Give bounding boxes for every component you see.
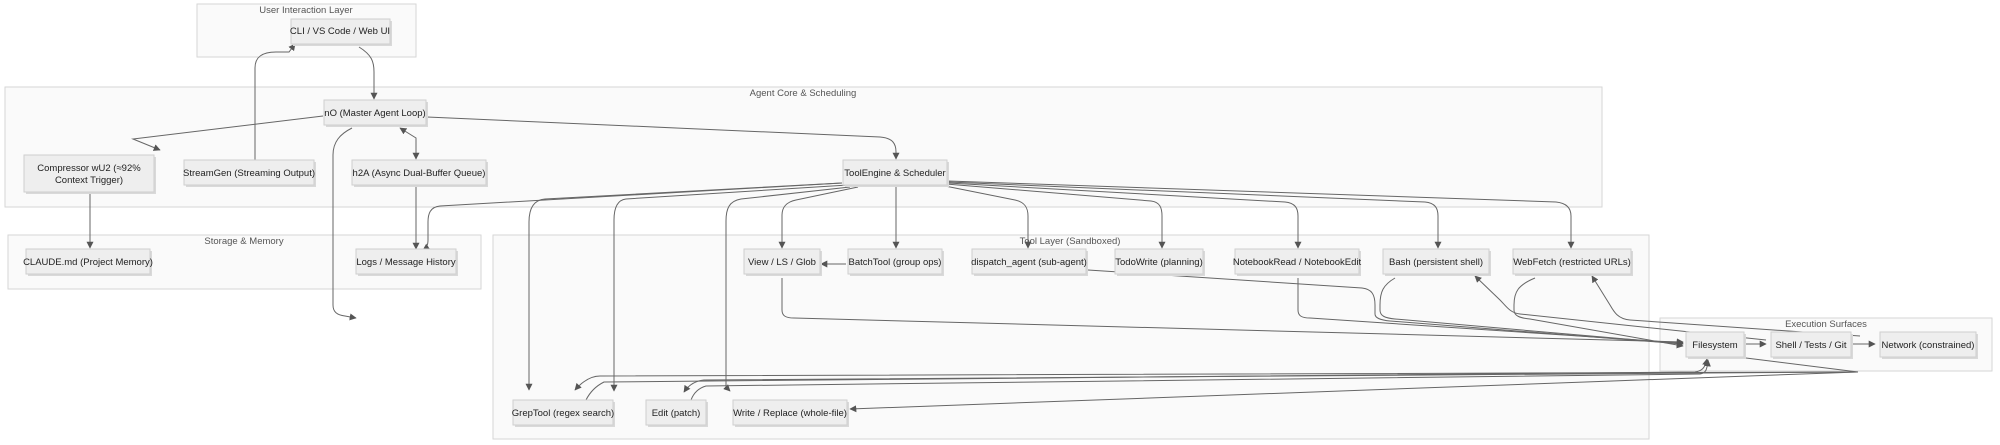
- edge-master-loop-to-logs: [332, 127, 357, 321]
- node-webfetch-label: WebFetch (restricted URLs): [1513, 257, 1631, 268]
- node-view-label: View / LS / Glob: [748, 257, 816, 268]
- node-compressor-label-line2: Context Trigger): [55, 175, 123, 186]
- node-edit-label: Edit (patch): [652, 408, 701, 419]
- edge-master-loop-to-streamgen: [131, 115, 324, 151]
- node-write-label: Write / Replace (whole-file): [733, 408, 847, 419]
- node-streamgen-label: StreamGen (Streaming Output): [183, 168, 315, 179]
- node-shell-label: Shell / Tests / Git: [1775, 340, 1846, 351]
- node-network-label: Network (constrained): [1882, 340, 1975, 351]
- edge-master-loop-h2a: [399, 127, 420, 160]
- edge-master-loop-to-tool-engine: [426, 116, 900, 160]
- edge-cli-to-master-loop: [358, 46, 378, 100]
- edge-tool-engine-to-logs: [422, 182, 843, 251]
- edge-tool-engine-to-todo: [945, 183, 1166, 249]
- edge-notebook-to-filesystem: [1297, 278, 1684, 347]
- node-grep-label: GrepTool (regex search): [512, 408, 614, 419]
- node-compressor: Compressor wU2 (≈92% Context Trigger): [23, 154, 156, 194]
- node-tool-engine: ToolEngine & Scheduler: [842, 159, 949, 187]
- edge-view-to-filesystem: [781, 278, 1684, 346]
- edge-tool-engine-to-dispatch: [939, 184, 1032, 249]
- node-master-loop-label: nO (Master Agent Loop): [324, 108, 425, 119]
- node-bash-label: Bash (persistent shell): [1389, 257, 1483, 268]
- edge-streamgen-to-cli: [254, 43, 296, 160]
- node-dispatch: dispatch_agent (sub-agent): [971, 248, 1088, 276]
- node-batch-label: BatchTool (group ops): [849, 257, 942, 268]
- edge-tool-engine-to-bash: [947, 181, 1442, 249]
- node-todo: TodoWrite (planning): [1114, 248, 1205, 276]
- node-webfetch: WebFetch (restricted URLs): [1512, 248, 1633, 276]
- edges: [86, 43, 1876, 413]
- node-cli: CLI / VS Code / Web UI: [290, 18, 392, 46]
- node-tool-engine-label: ToolEngine & Scheduler: [844, 168, 945, 179]
- edge-tool-engine-to-grep: [525, 182, 843, 391]
- node-filesystem: Filesystem: [1685, 331, 1746, 359]
- node-notebook-label: NotebookRead / NotebookEdit: [1233, 257, 1362, 268]
- edge-webfetch-to-filesystem: [1513, 277, 1684, 349]
- edge-filesystem-to-write: [849, 371, 1859, 413]
- node-streamgen: StreamGen (Streaming Output): [183, 159, 316, 187]
- node-grep: GrepTool (regex search): [512, 399, 615, 427]
- edge-tool-engine-to-view: [778, 186, 859, 249]
- node-network: Network (constrained): [1879, 331, 1978, 359]
- node-h2a: h2A (Async Dual-Buffer Queue): [351, 159, 488, 187]
- node-logs: Logs / Message History: [355, 248, 458, 276]
- cluster-execution-label: Execution Surfaces: [1785, 319, 1867, 330]
- node-cli-label: CLI / VS Code / Web UI: [290, 26, 390, 37]
- node-h2a-label: h2A (Async Dual-Buffer Queue): [353, 168, 486, 179]
- node-compressor-label-line1: Compressor wU2 (≈92%: [37, 163, 141, 174]
- node-logs-label: Logs / Message History: [356, 257, 456, 268]
- edge-network-to-webfetch: [1591, 275, 1861, 337]
- node-write: Write / Replace (whole-file): [732, 399, 849, 427]
- node-todo-label: TodoWrite (planning): [1115, 257, 1202, 268]
- cluster-storage-label: Storage & Memory: [204, 236, 283, 247]
- edge-filesystem-to-grep: [574, 371, 1859, 391]
- node-filesystem-label: Filesystem: [1692, 340, 1737, 351]
- edge-filesystem-to-edit: [683, 371, 1859, 393]
- node-notebook: NotebookRead / NotebookEdit: [1233, 248, 1362, 276]
- edge-dispatch-to-filesystem: [1087, 269, 1684, 347]
- cluster-user-interaction-label: User Interaction Layer: [259, 5, 352, 16]
- edge-tool-engine-to-write: [723, 186, 851, 392]
- node-edit: Edit (patch): [645, 399, 708, 427]
- cluster-agent-core-label: Agent Core & Scheduling: [750, 88, 857, 99]
- edge-edit-to-filesystem: [690, 359, 1711, 401]
- node-bash: Bash (persistent shell): [1382, 248, 1491, 276]
- edge-tool-engine-to-webfetch: [947, 180, 1575, 249]
- node-batch: BatchTool (group ops): [847, 248, 944, 276]
- node-shell: Shell / Tests / Git: [1770, 331, 1853, 359]
- node-master-loop: nO (Master Agent Loop): [323, 99, 428, 127]
- edge-tool-engine-to-edit: [610, 184, 849, 392]
- node-dispatch-label: dispatch_agent (sub-agent): [971, 257, 1087, 268]
- edge-bash-to-filesystem: [1379, 277, 1684, 347]
- edge-shell-to-bash: [1474, 275, 1767, 341]
- node-claude-md: CLAUDE.md (Project Memory): [23, 248, 153, 276]
- cluster-agent-core: Agent Core & Scheduling: [4, 86, 1603, 208]
- cluster-tool-layer-label: Tool Layer (Sandboxed): [1020, 236, 1121, 247]
- edge-tool-engine-to-notebook: [947, 182, 1302, 249]
- node-claude-md-label: CLAUDE.md (Project Memory): [23, 257, 153, 268]
- node-view: View / LS / Glob: [743, 248, 822, 276]
